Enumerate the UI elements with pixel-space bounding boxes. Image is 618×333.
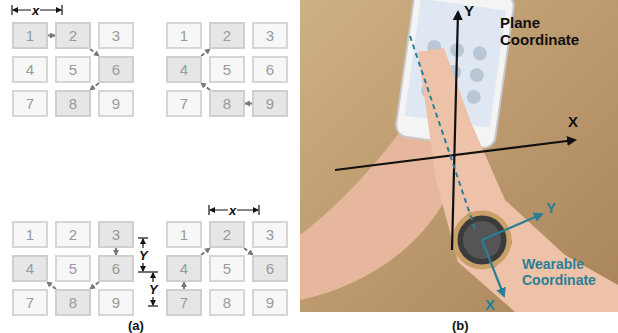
key-box: 3 (252, 221, 288, 248)
key-number: 2 (69, 28, 77, 43)
key-box: 6 (98, 255, 134, 282)
swipe-path (115, 248, 117, 255)
key-box: 9 (98, 90, 134, 117)
key-box: 3 (98, 221, 134, 248)
key-number: 7 (26, 96, 34, 111)
key-number: 1 (26, 28, 34, 43)
key-number: 4 (26, 261, 34, 276)
key-box: 8 (209, 90, 245, 117)
key-box: 1 (166, 221, 202, 248)
key-number: 8 (69, 295, 77, 310)
key-box: 6 (252, 56, 288, 83)
key-box: 9 (252, 90, 288, 117)
key-box: 6 (252, 255, 288, 282)
key-number: 8 (223, 96, 231, 111)
key-box: 2 (55, 221, 91, 248)
swipe-path (183, 282, 185, 289)
key-number: 7 (26, 295, 34, 310)
key-number: 5 (69, 261, 77, 276)
dimension-label: Y (148, 282, 159, 297)
key-number: 8 (69, 96, 77, 111)
key-number: 6 (112, 62, 120, 77)
swipe-path (90, 49, 99, 56)
key-number: 1 (26, 227, 34, 242)
key-box: 1 (166, 22, 202, 49)
key-box: 5 (209, 56, 245, 83)
key-number: 9 (112, 96, 120, 111)
key-number: 4 (180, 261, 188, 276)
dimension-label: Y (138, 248, 149, 263)
key-number: 3 (112, 28, 120, 43)
key-box: 1 (12, 221, 48, 248)
key-number: 3 (266, 28, 274, 43)
key-box: 8 (209, 289, 245, 316)
key-box: 5 (55, 56, 91, 83)
swipe-path (201, 49, 210, 56)
key-number: 1 (180, 227, 188, 242)
key-box: 8 (55, 90, 91, 117)
axis-label: X (485, 296, 495, 313)
key-box: 7 (166, 90, 202, 117)
key-box: 9 (252, 289, 288, 316)
swipe-path (201, 248, 210, 255)
key-box: 3 (252, 22, 288, 49)
coordinate-title: Plane Coordinate (500, 14, 592, 48)
key-number: 8 (223, 295, 231, 310)
dimension-label: x (31, 3, 40, 18)
key-box: 3 (98, 22, 134, 49)
key-number: 6 (266, 62, 274, 77)
axis-label: Y (464, 2, 474, 19)
key-number: 9 (112, 295, 120, 310)
coordinate-title: Wearable Coordinate (522, 256, 616, 288)
swipe-path (47, 282, 56, 289)
key-box: 5 (55, 255, 91, 282)
key-number: 6 (266, 261, 274, 276)
key-box: 4 (166, 255, 202, 282)
key-number: 4 (26, 62, 34, 77)
key-box: 4 (166, 56, 202, 83)
key-box: 7 (166, 289, 202, 316)
swipe-path (245, 103, 252, 105)
key-number: 6 (112, 261, 120, 276)
key-number: 1 (180, 28, 188, 43)
key-box: 8 (55, 289, 91, 316)
axis-label: Y (546, 199, 556, 216)
key-number: 5 (223, 62, 231, 77)
swipe-path (90, 83, 99, 90)
key-box: 7 (12, 90, 48, 117)
key-box: 6 (98, 56, 134, 83)
key-box: 2 (55, 22, 91, 49)
key-box: 9 (98, 289, 134, 316)
swipe-path (244, 248, 253, 255)
key-box: 2 (209, 221, 245, 248)
key-box: 2 (209, 22, 245, 49)
key-box: 1 (12, 22, 48, 49)
swipe-path (201, 83, 210, 90)
key-box: 5 (209, 255, 245, 282)
dimension-label: x (228, 203, 237, 218)
key-box: 7 (12, 289, 48, 316)
panel-label: (a) (128, 318, 144, 333)
key-box: 4 (12, 56, 48, 83)
key-number: 5 (69, 62, 77, 77)
swipe-path (48, 35, 55, 37)
key-number: 7 (180, 295, 188, 310)
key-number: 4 (180, 62, 188, 77)
key-number: 7 (180, 96, 188, 111)
key-number: 9 (266, 295, 274, 310)
key-number: 2 (223, 227, 231, 242)
panel-label: (b) (452, 318, 469, 333)
key-box: 4 (12, 255, 48, 282)
key-number: 9 (266, 96, 274, 111)
key-number: 2 (69, 227, 77, 242)
key-number: 3 (112, 227, 120, 242)
key-number: 2 (223, 28, 231, 43)
key-number: 5 (223, 261, 231, 276)
swipe-path (90, 282, 99, 289)
key-number: 3 (266, 227, 274, 242)
axis-label: X (568, 113, 578, 130)
